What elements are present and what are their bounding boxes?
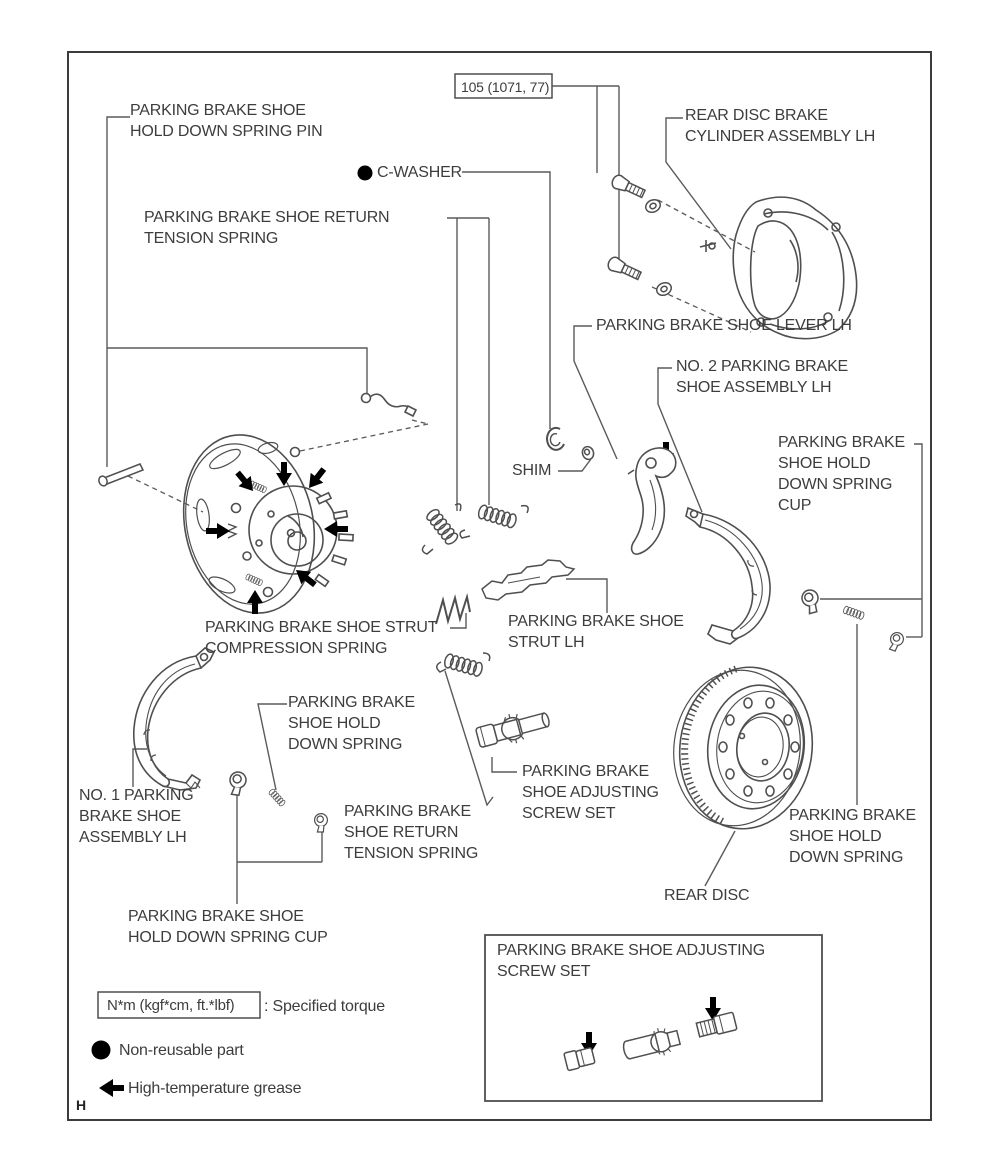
inset-part-2 (622, 1028, 682, 1060)
part-cup-1 (227, 770, 248, 797)
torque-spec-box (454, 73, 553, 99)
part-adjusting-screw (475, 712, 550, 748)
inset-part-3 (695, 1011, 738, 1038)
diagram-frame (67, 51, 932, 1121)
label-adjusting-screw-set: PARKING BRAKE SHOE ADJUSTING SCREW SET (522, 763, 659, 822)
label-no1-shoe-assembly: NO. 1 PARKING BRAKE SHOE ASSEMBLY LH (79, 787, 194, 846)
part-return-spring-1 (421, 503, 462, 555)
inset-title: PARKING BRAKE SHOE ADJUSTING SCREW SET (497, 942, 765, 980)
part-backing-plate (182, 434, 354, 614)
label-c-washer: C-WASHER (377, 164, 462, 181)
label-shoe-lever: PARKING BRAKE SHOE LEVER LH (596, 317, 852, 334)
legend-torque-box (97, 991, 261, 1019)
label-hold-down-spring-left: PARKING BRAKE SHOE HOLD DOWN SPRING (288, 694, 415, 753)
part-return-spring-2 (459, 504, 529, 539)
part-rear-disc (673, 665, 814, 830)
part-hold-down-spring-pin (98, 463, 145, 487)
part-strut-compression-spring (435, 593, 471, 625)
part-return-spring-3 (436, 652, 491, 673)
part-cup-2 (314, 812, 328, 833)
assembly-dashed-lines (127, 199, 756, 513)
legend-torque-meaning: : Specified torque (264, 998, 385, 1015)
legend-non-reusable: Non-reusable part (119, 1042, 244, 1059)
label-hold-down-spring-right: PARKING BRAKE SHOE HOLD DOWN SPRING (789, 807, 916, 866)
legend-grease: High-temperature grease (128, 1080, 302, 1097)
non-reusable-legend-icon (91, 1040, 111, 1060)
part-no2-shoe (685, 506, 771, 645)
label-no2-shoe-assembly: NO. 2 PARKING BRAKE SHOE ASSEMBLY LH (676, 358, 848, 396)
torque-value: 105 (1071, 77) (461, 79, 550, 95)
part-hold-down-spring-pin-2 (360, 392, 418, 418)
label-return-tension-spring-bottom: PARKING BRAKE SHOE RETURN TENSION SPRING (344, 803, 479, 862)
label-strut-lh: PARKING BRAKE SHOE STRUT LH (508, 613, 684, 651)
label-strut-compression-spring: PARKING BRAKE SHOE STRUT COMPRESSION SPR… (205, 619, 438, 657)
legend-torque-symbol: N*m (kgf*cm, ft.*lbf) (107, 997, 235, 1014)
label-hold-down-spring-cup-right: PARKING BRAKE SHOE HOLD DOWN SPRING CUP (778, 434, 905, 514)
part-rear-disc-brake-cylinder (699, 196, 858, 340)
part-cup-4 (886, 630, 906, 654)
part-shim (581, 445, 595, 461)
leader-lines (106, 85, 923, 904)
inset-part-1 (563, 1047, 596, 1072)
label-return-tension-spring-top: PARKING BRAKE SHOE RETURN TENSION SPRING (144, 209, 390, 247)
label-shim: SHIM (512, 462, 552, 479)
grease-legend-icon (99, 1079, 124, 1097)
inset-box (484, 934, 823, 1102)
page-marker: H (76, 1097, 86, 1113)
label-hold-down-spring-cup-bottom: PARKING BRAKE SHOE HOLD DOWN SPRING CUP (128, 908, 328, 946)
part-shoe-lever (627, 447, 677, 555)
part-no1-shoe (133, 647, 216, 791)
part-cup-3 (799, 587, 823, 616)
non-reusable-icon (357, 165, 373, 181)
label-hold-down-spring-pin: PARKING BRAKE SHOE HOLD DOWN SPRING PIN (130, 102, 323, 140)
label-cylinder-assembly: REAR DISC BRAKE CYLINDER ASSEMBLY LH (685, 107, 876, 145)
part-strut (481, 559, 576, 601)
label-rear-disc: REAR DISC (664, 887, 750, 904)
part-c-washer (546, 426, 565, 451)
